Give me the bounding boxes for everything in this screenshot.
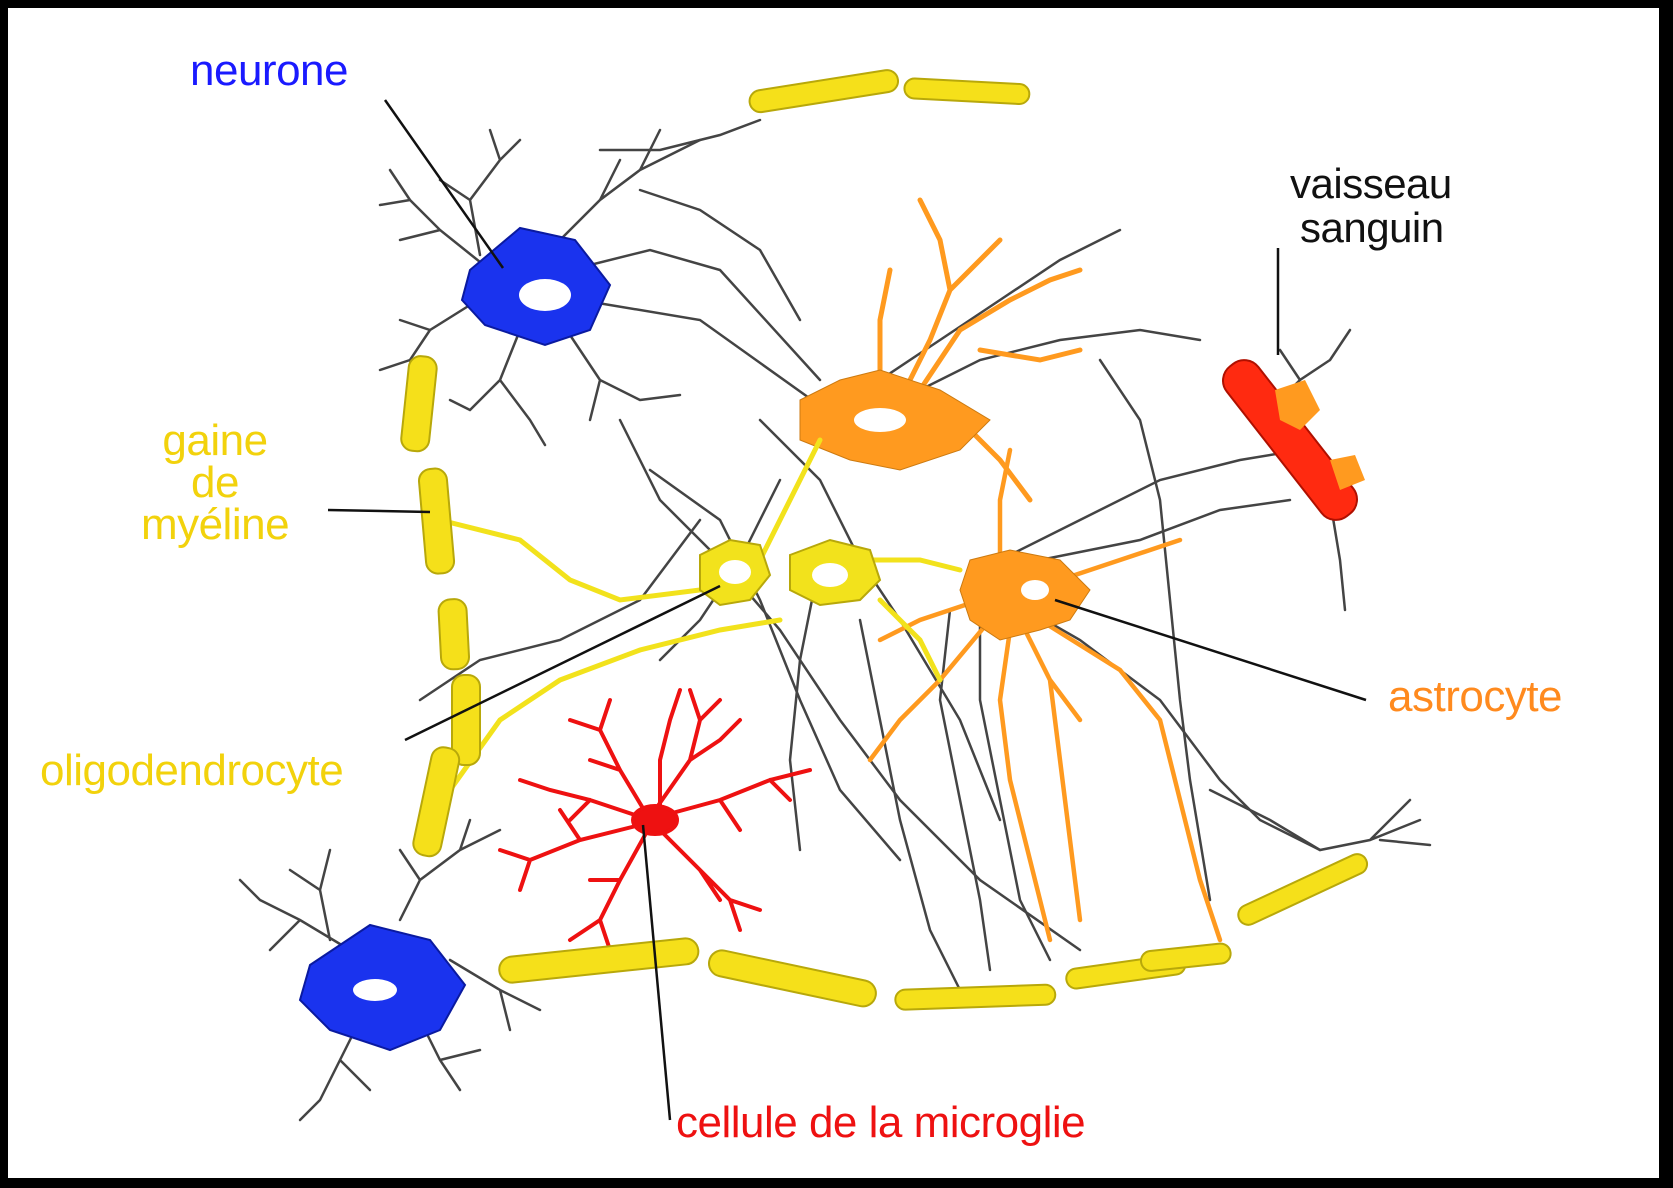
microglia-cell (500, 690, 810, 950)
label-gaine-de-myeline: gaine de myéline (115, 418, 315, 549)
label-oligodendrocyte: oligodendrocyte (40, 748, 343, 794)
label-vaisseau-sanguin: vaisseau sanguin (1290, 162, 1520, 250)
oligodendrocyte-cells (440, 440, 960, 790)
label-gaine-line3: myéline (115, 502, 315, 548)
label-vaisseau-line2: sanguin (1290, 206, 1520, 250)
astrocyte-lower (870, 450, 1220, 940)
label-microglie: cellule de la microglie (676, 1100, 1085, 1146)
label-astrocyte: astrocyte (1388, 674, 1562, 720)
label-neurone: neurone (190, 48, 348, 94)
leader-lines (328, 100, 1366, 1120)
astrocyte-upper (800, 200, 1080, 500)
label-vaisseau-line1: vaisseau (1290, 162, 1520, 206)
myelin-sheath-segments (400, 69, 1370, 1010)
